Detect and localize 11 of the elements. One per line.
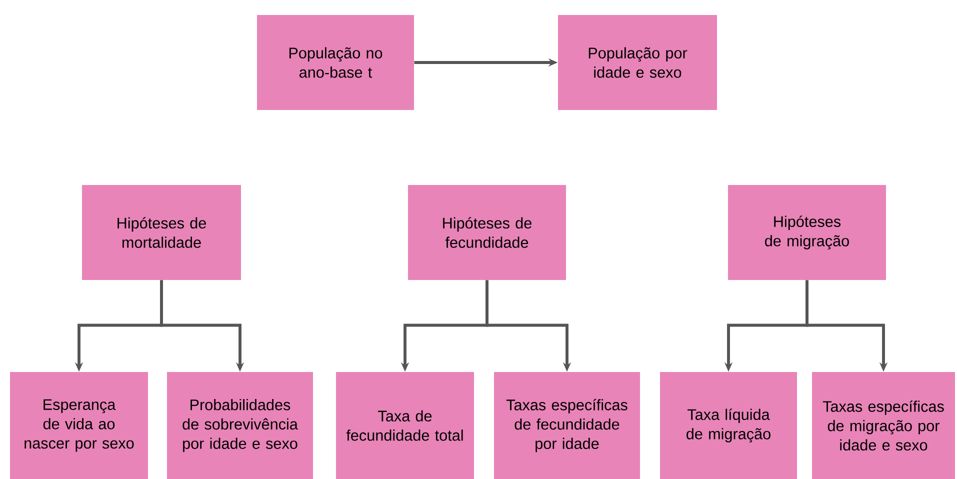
hypothesis-box: Hipóteses de migração [728, 185, 886, 280]
population-box: População por idade e sexo [558, 15, 717, 110]
indicator-box: Taxas específicas de migração por idade e sexo [812, 372, 955, 479]
indicator-box: Taxa líquida de migração [660, 372, 797, 479]
indicator-box: Esperança de vida ao nascer por sexo [10, 372, 148, 479]
hypothesis-box: Hipóteses de mortalidade [82, 185, 241, 280]
indicator-box: Probabilidades de sobrevivência por idade e sexo [167, 372, 313, 479]
indicator-box: Taxas específicas de fecundidade por idade [494, 372, 640, 479]
hypothesis-box: Hipóteses de fecundidade [408, 185, 566, 280]
population-box: População no ano-base t [257, 15, 414, 110]
indicator-box: Taxa de fecundidade total [336, 372, 474, 479]
